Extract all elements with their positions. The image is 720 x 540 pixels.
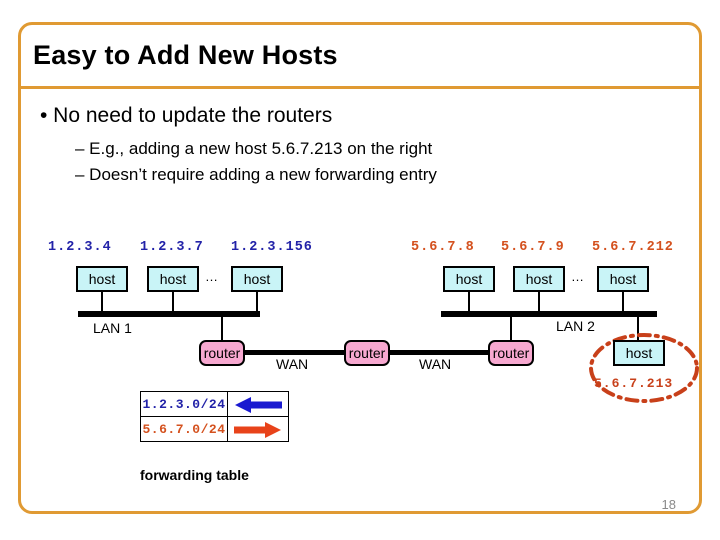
lan2-ip-1: 5.6.7.8: [411, 240, 475, 255]
wan-link-left: [243, 350, 347, 355]
lan1-host-1: host: [76, 266, 128, 292]
forwarding-prefix-2: 5.6.7.0/24: [140, 416, 228, 442]
bullet-level2-b: – Doesn’t require adding a new forwardin…: [75, 165, 437, 184]
lan2-label: LAN 2: [556, 318, 595, 334]
router-core: router: [344, 340, 390, 366]
wan-link-right: [388, 350, 488, 355]
lan2-router-drop: [510, 317, 512, 341]
new-host-ip: 5.6.7.213: [594, 376, 674, 391]
page-number: 18: [661, 497, 676, 512]
router-lan2: router: [488, 340, 534, 366]
new-host-drop: [637, 317, 639, 340]
wan-label-left: WAN: [276, 356, 309, 372]
forwarding-table: 1.2.3.0/24 5.6.7.0/24: [140, 391, 289, 442]
lan2-bus: [441, 311, 657, 317]
page-title: Easy to Add New Hosts: [33, 40, 338, 70]
lan1-ip-3: 1.2.3.156: [231, 240, 313, 255]
lan2-ip-2: 5.6.7.9: [501, 240, 565, 255]
lan1-drop-1: [101, 292, 103, 311]
forwarding-prefix-1: 1.2.3.0/24: [140, 391, 228, 417]
lan2-ellipsis: …: [571, 269, 585, 284]
arrow-left-icon: [235, 397, 282, 413]
forwarding-table-caption: forwarding table: [140, 467, 249, 483]
title-divider: [18, 86, 702, 89]
lan2-drop-3: [622, 292, 624, 311]
lan1-router-drop: [221, 317, 223, 341]
lan2-host-1: host: [443, 266, 495, 292]
bullet-level2-a: – E.g., adding a new host 5.6.7.213 on t…: [75, 139, 433, 158]
forwarding-direction-1: [227, 391, 289, 417]
lan2-ip-3: 5.6.7.212: [592, 240, 674, 255]
wan-label-right: WAN: [419, 356, 452, 372]
lan1-label: LAN 1: [93, 320, 132, 336]
lan1-host-2: host: [147, 266, 199, 292]
new-host-box: host: [613, 340, 665, 366]
lan1-drop-2: [172, 292, 174, 311]
new-host-highlight-ellipse: [589, 333, 699, 403]
lan1-drop-3: [256, 292, 258, 311]
lan1-ellipsis: …: [205, 269, 219, 284]
table-row: 5.6.7.0/24: [140, 416, 289, 442]
lan2-host-3: host: [597, 266, 649, 292]
lan2-drop-2: [538, 292, 540, 311]
arrow-right-icon: [234, 422, 281, 438]
lan1-bus: [78, 311, 260, 317]
router-lan1: router: [199, 340, 245, 366]
forwarding-direction-2: [227, 416, 289, 442]
lan2-drop-1: [468, 292, 470, 311]
lan2-host-2: host: [513, 266, 565, 292]
lan1-ip-2: 1.2.3.7: [140, 240, 204, 255]
table-row: 1.2.3.0/24: [140, 391, 289, 417]
bullet-level1: • No need to update the routers: [40, 104, 333, 127]
lan1-host-3: host: [231, 266, 283, 292]
lan1-ip-1: 1.2.3.4: [48, 240, 112, 255]
